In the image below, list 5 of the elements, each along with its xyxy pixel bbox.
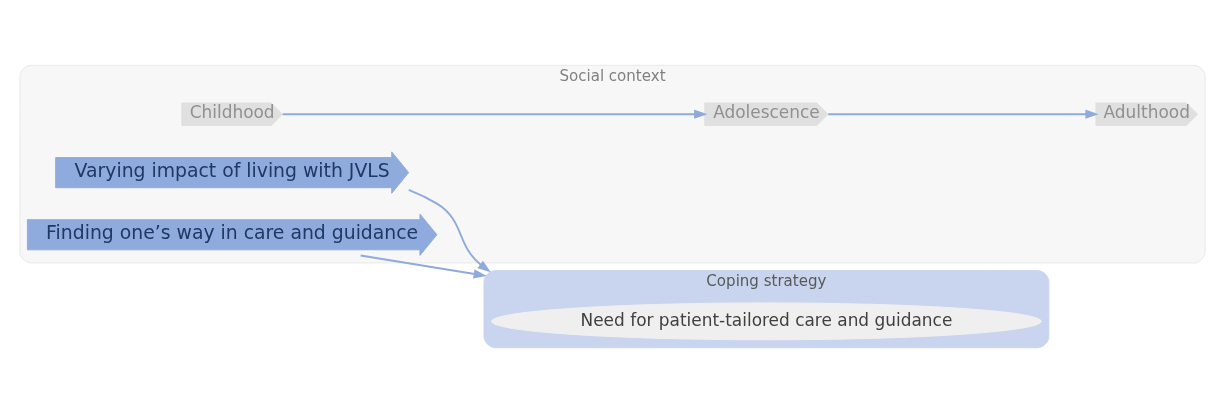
arrow (407, 188, 491, 273)
arrow (359, 254, 487, 279)
arrow (281, 109, 708, 119)
arrow (827, 109, 1099, 119)
node-ellipse: Need for patient-tailored care and guidance (491, 302, 1042, 341)
